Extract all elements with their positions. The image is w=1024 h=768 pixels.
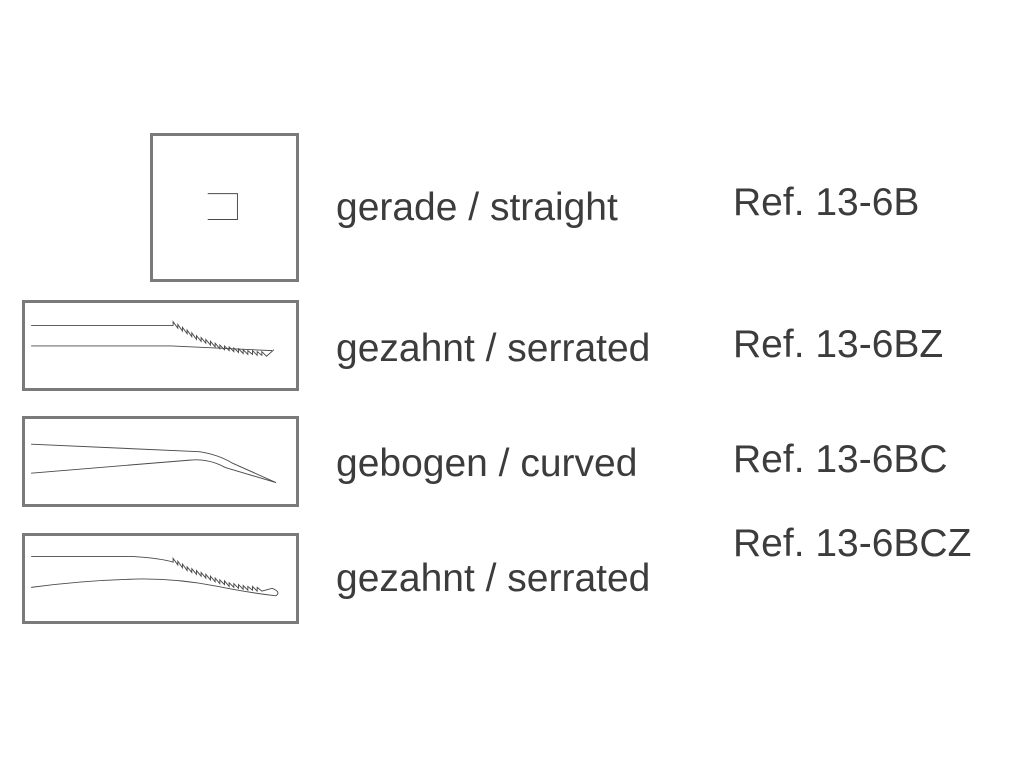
tip-label-serrated: gezahnt / serrated <box>336 327 651 370</box>
tip-diagram-curved <box>22 416 299 507</box>
curved-serrated-tip-drawing <box>31 556 279 597</box>
curved-tip-upper-edge <box>31 443 277 483</box>
serrated-tip-lower-edge <box>31 345 273 352</box>
tip-diagram-straight <box>150 133 299 282</box>
straight-tip-drawing <box>207 193 238 220</box>
ref-number-straight: Ref. 13-6B <box>733 181 920 224</box>
tip-diagram-curved-serrated <box>22 533 299 624</box>
curved-serrated-tip-upper-edge <box>31 556 279 597</box>
serrated-tip-upper-edge <box>31 320 275 357</box>
tip-label-curved: gebogen / curved <box>336 442 638 485</box>
straight-tip-profile <box>207 193 238 220</box>
tip-label-curved-serrated: gezahnt / serrated <box>336 557 651 600</box>
ref-number-curved: Ref. 13-6BC <box>733 438 948 481</box>
ref-number-curved-serrated: Ref. 13-6BCZ <box>733 522 972 565</box>
serrated-tip-drawing <box>31 320 275 357</box>
curved-tip-lower-edge <box>31 459 276 483</box>
tip-diagram-serrated <box>22 300 299 391</box>
tip-label-straight: gerade / straight <box>336 186 618 229</box>
ref-number-serrated: Ref. 13-6BZ <box>733 323 944 366</box>
curved-serrated-tip-lower-edge <box>31 578 276 597</box>
curved-tip-drawing <box>31 443 277 483</box>
